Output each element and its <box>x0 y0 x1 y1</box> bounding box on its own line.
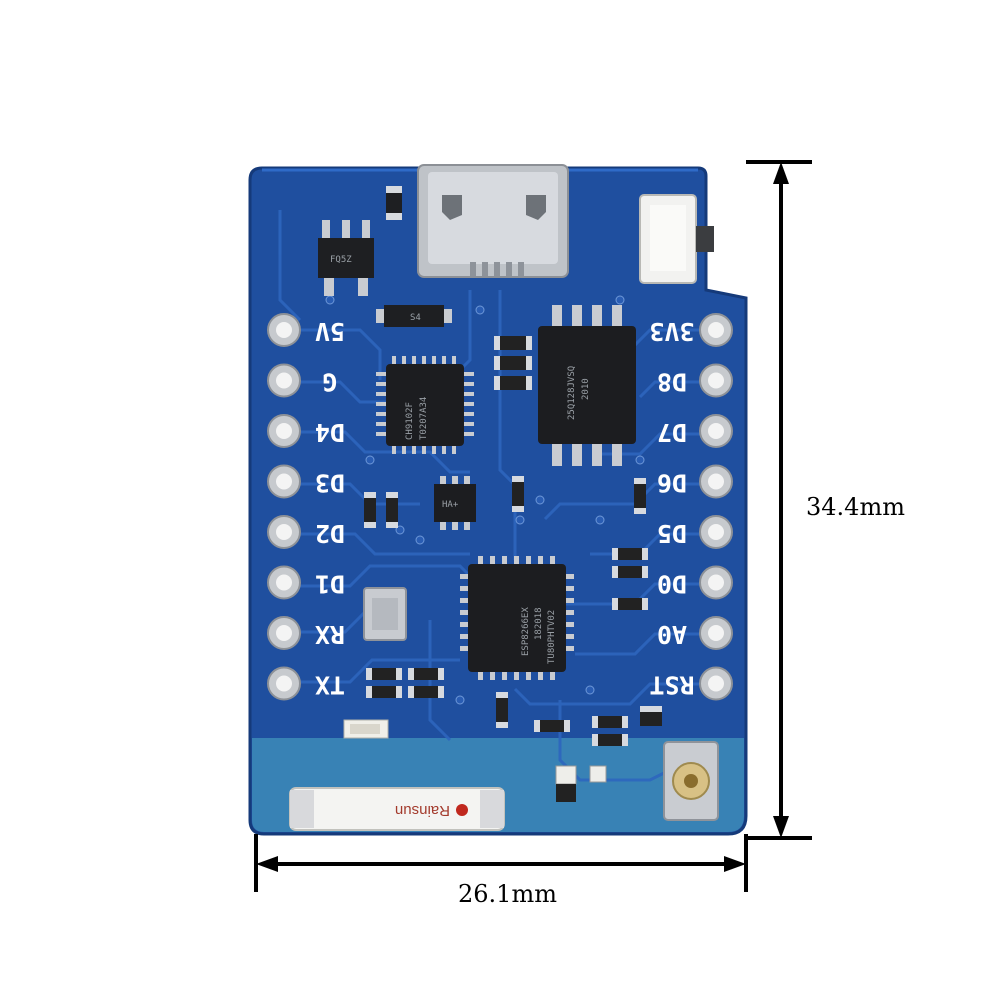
left-pin-4-hole <box>276 524 292 540</box>
right-pin-7-hole <box>708 675 724 692</box>
antenna-brand: Rainsun <box>395 802 450 819</box>
left-pin-3-hole <box>276 473 292 490</box>
voltage-regulator: FQ5Z <box>318 220 374 296</box>
esp8266-chip: ESP8266EX 182018 TU80PHTV02 <box>460 556 574 680</box>
flash-marking-1: 25Q128JVSQ <box>567 366 577 420</box>
right-pin-0-hole <box>708 322 724 338</box>
right-pin-3-hole <box>708 473 724 490</box>
usb-serial-marking-2: T0207A34 <box>419 397 429 440</box>
flash-marking-2: 2010 <box>581 378 591 400</box>
diode-marking: S4 <box>410 313 421 323</box>
left-pin-2-hole <box>276 423 292 439</box>
right-pin-4-hole <box>708 524 724 540</box>
left-pin-5-hole <box>276 574 292 591</box>
left-pin-label-5: D1 <box>315 570 345 599</box>
right-pin-label-4: D5 <box>657 519 687 548</box>
right-pin-label-7: RST <box>649 671 694 700</box>
width-label: 26.1mm <box>458 880 557 908</box>
ufl-antenna-connector <box>663 741 719 821</box>
mcu-marking-1: ESP8266EX <box>521 607 531 656</box>
diode: S4 <box>376 305 452 327</box>
crystal-oscillator <box>363 587 407 641</box>
left-pin-6-hole <box>276 625 292 641</box>
micro-usb-port <box>417 164 569 278</box>
usb-serial-marking-1: CH9102F <box>405 402 415 440</box>
left-pin-label-6: RX <box>315 620 345 649</box>
left-pin-0-hole <box>276 322 292 338</box>
flash-chip: 25Q128JVSQ 2010 <box>538 305 636 466</box>
left-pin-1-hole <box>276 372 292 389</box>
left-pin-label-1: G <box>322 368 337 397</box>
height-dimension: 34.4mm <box>746 160 905 840</box>
left-pin-label-7: TX <box>315 671 345 700</box>
right-pin-1-hole <box>708 372 724 389</box>
chip-antenna: Rainsun <box>289 787 505 831</box>
right-pin-label-0: 3V3 <box>649 317 694 346</box>
mcu-marking-2: 182018 <box>534 607 544 640</box>
left-pin-label-2: D4 <box>315 418 345 447</box>
reset-button <box>639 194 714 284</box>
regulator-marking: FQ5Z <box>330 255 352 265</box>
right-pin-label-1: D8 <box>657 368 687 397</box>
small-ic: HA+ <box>434 476 476 530</box>
right-pin-5-hole <box>708 574 724 591</box>
usb-serial-chip: CH9102F T0207A34 <box>376 356 474 454</box>
width-dimension: 26.1mm <box>254 834 748 908</box>
right-pin-6-hole <box>708 625 724 641</box>
mcu-marking-3: TU80PHTV02 <box>547 610 557 664</box>
right-pin-2-hole <box>708 423 724 439</box>
small-ic-marking: HA+ <box>442 500 459 510</box>
right-pin-label-5: D0 <box>657 570 687 599</box>
right-pin-label-6: A0 <box>657 620 687 649</box>
left-pin-label-3: D3 <box>315 469 345 498</box>
right-pin-label-2: D7 <box>657 418 687 447</box>
passive-components <box>343 186 662 802</box>
right-pin-label-3: D6 <box>657 469 687 498</box>
left-pin-label-0: 5V <box>315 317 345 346</box>
left-pin-7-hole <box>276 675 292 692</box>
height-label: 34.4mm <box>806 493 905 521</box>
left-pin-label-4: D2 <box>315 519 345 548</box>
